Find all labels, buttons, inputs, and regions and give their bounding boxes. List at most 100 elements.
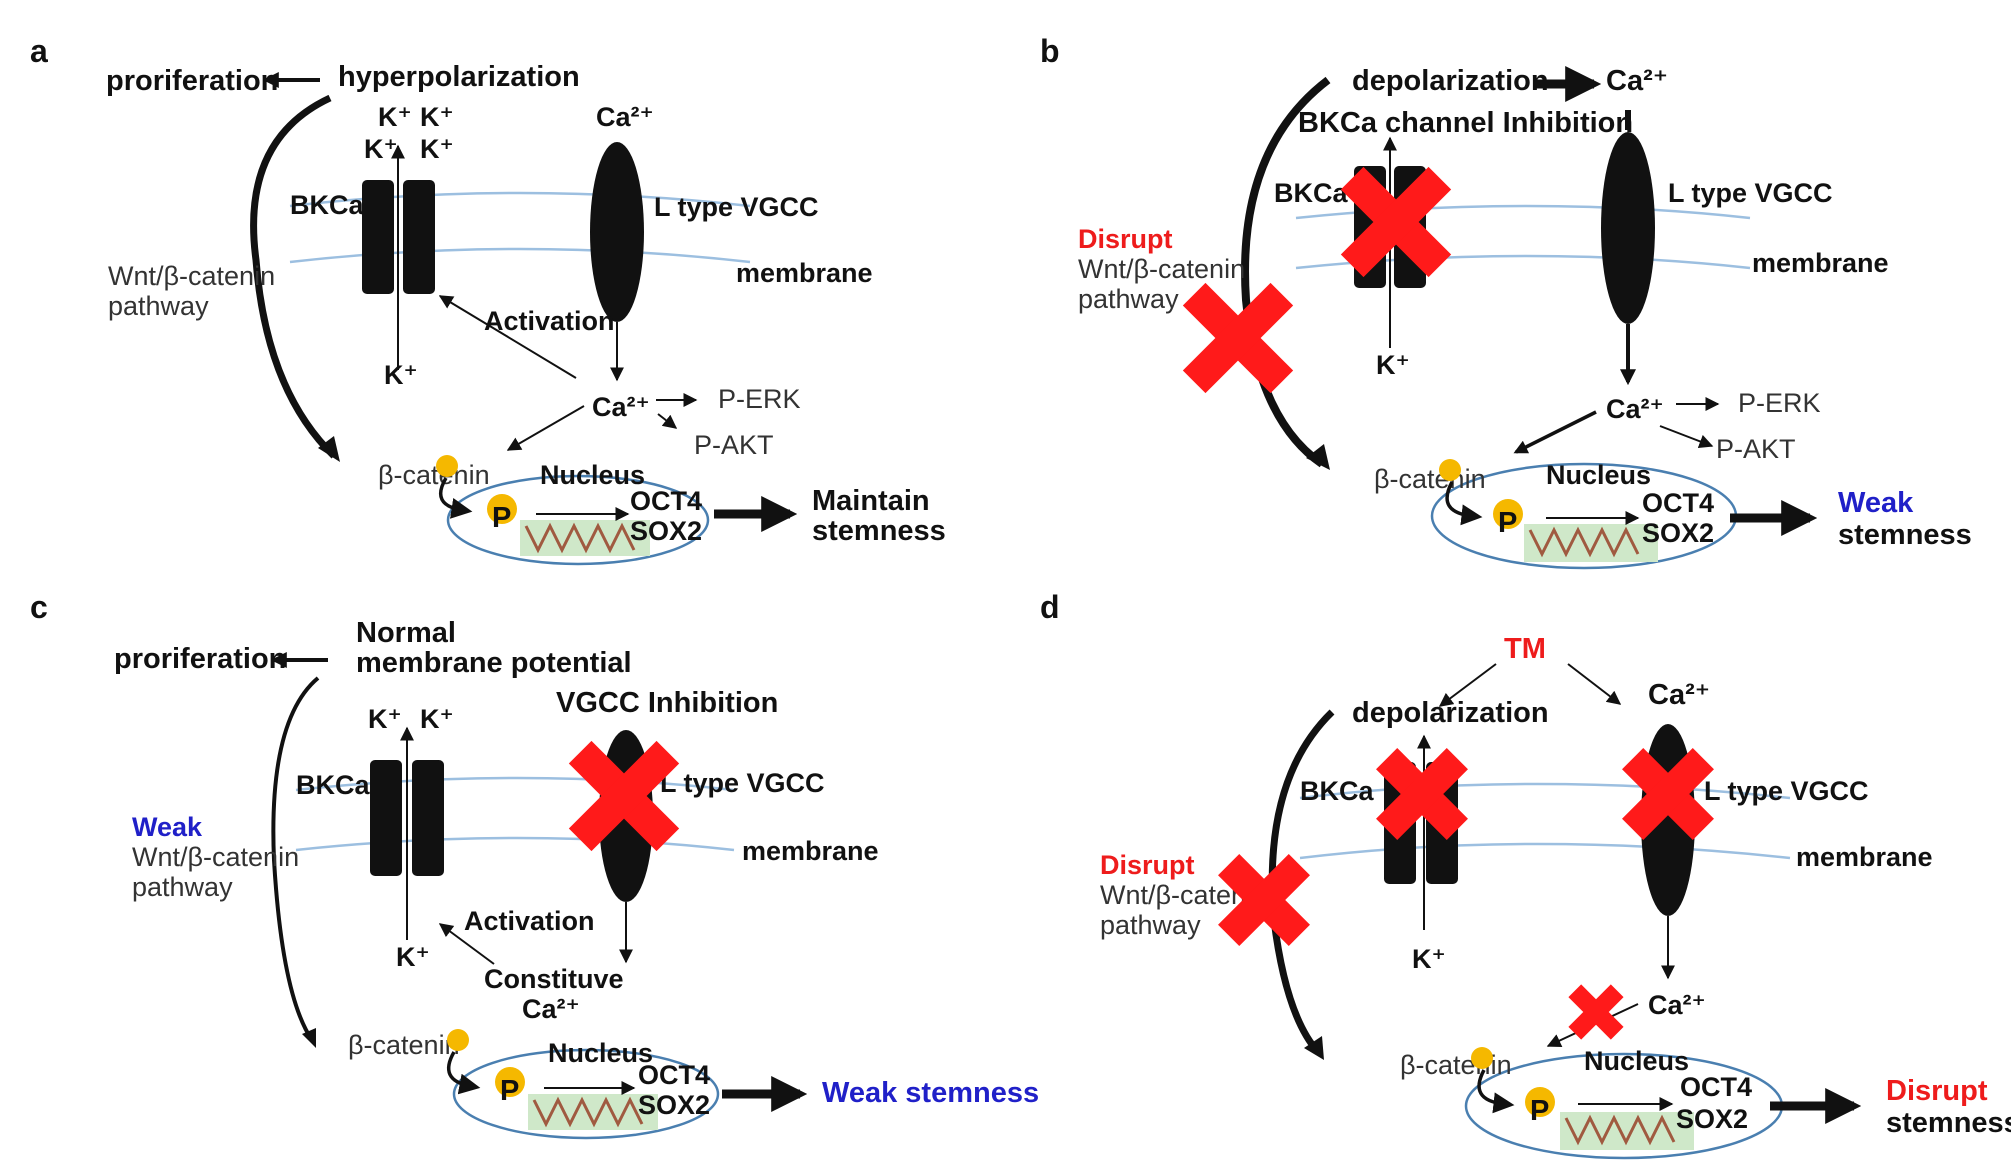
k-ion: K⁺ — [368, 704, 402, 734]
pakt-arrow — [1659, 425, 1714, 449]
membrane-outer — [289, 191, 751, 208]
membrane-outer — [1299, 782, 1791, 800]
beta-catenin-label: β-catenin — [1400, 1050, 1512, 1080]
inhibit-x-icon — [568, 740, 680, 852]
state-label-2: membrane potential — [356, 647, 632, 679]
outcome-label-2: stemness — [812, 515, 946, 547]
ca-in-label: Ca²⁺ — [1648, 990, 1706, 1020]
dna-box — [1524, 524, 1658, 562]
membrane-inner — [1299, 842, 1791, 860]
vgcc-channel — [590, 142, 644, 322]
bkca-label: BKCa — [1274, 178, 1348, 208]
nucleus-label: Nucleus — [1584, 1046, 1689, 1076]
inhibit-x-icon — [1376, 748, 1468, 840]
pakt-label: P-AKT — [1716, 434, 1796, 464]
panel-b: b depolarization Ca²⁺ BKCa channel Inhib… — [1040, 33, 1972, 570]
k-ion: K⁺ — [364, 134, 398, 164]
ca-in-label: Ca²⁺ — [1606, 394, 1664, 424]
panel-letter-d: d — [1040, 589, 1060, 625]
k-ion-inside: K⁺ — [384, 360, 418, 390]
outcome-label: Weak — [1838, 487, 1914, 519]
vgcc-label: L type VGCC — [1668, 178, 1833, 208]
membrane-label: membrane — [1796, 842, 1933, 872]
tm-depol-arrow — [1438, 663, 1497, 707]
beta-catenin-ball-inside — [495, 1067, 525, 1097]
hyperpolarization-label: hyperpolarization — [338, 61, 580, 93]
bcat-arrow — [1513, 410, 1597, 454]
oct4-label: OCT4 — [630, 486, 702, 516]
depolarization-label: depolarization — [1352, 697, 1549, 729]
weak-label: Weak — [132, 812, 203, 842]
pakt-arrow — [657, 413, 678, 429]
outcome-label: Disrupt — [1886, 1075, 1988, 1107]
k-ion-inside: K⁺ — [1412, 944, 1446, 974]
beta-catenin-label: β-catenin — [378, 460, 490, 490]
disrupt-label: Disrupt — [1100, 850, 1195, 880]
perk-label: P-ERK — [1738, 388, 1821, 418]
dna-icon — [524, 522, 636, 554]
wnt-curve-arrow — [250, 94, 337, 459]
nucleus-label: Nucleus — [540, 460, 645, 490]
bkca-channel-right — [403, 180, 435, 294]
oct4-label: OCT4 — [1642, 488, 1714, 518]
vgcc-label: L type VGCC — [1704, 776, 1869, 806]
pakt-label: P-AKT — [694, 430, 774, 460]
p-label: P — [500, 1075, 519, 1107]
k-ion: K⁺ — [420, 134, 454, 164]
dna-icon — [1528, 526, 1640, 558]
nucleus-label: Nucleus — [1546, 460, 1651, 490]
state-label: Normal — [356, 617, 456, 649]
disrupt-label: Disrupt — [1078, 224, 1173, 254]
k-ion-inside: K⁺ — [1376, 350, 1410, 380]
inhibition-label: BKCa channel Inhibition — [1298, 107, 1633, 139]
membrane-inner — [295, 836, 735, 852]
k-ion: K⁺ — [420, 704, 454, 734]
membrane-label: membrane — [736, 258, 873, 288]
translocation-arrow — [1477, 1069, 1515, 1114]
sox2-label: SOX2 — [630, 516, 702, 546]
wnt-label: Wnt/β-catenin — [108, 261, 275, 291]
oct4-label: OCT4 — [1680, 1072, 1752, 1102]
tm-ca-arrow — [1567, 663, 1622, 705]
beta-catenin-label: β-catenin — [1374, 464, 1486, 494]
panel-letter-a: a — [30, 33, 48, 69]
depolarization-label: depolarization — [1352, 65, 1549, 97]
oct4-label: OCT4 — [638, 1060, 710, 1090]
translocation-arrow — [439, 477, 473, 519]
dna-icon — [1564, 1114, 1676, 1146]
vgcc-label: L type VGCC — [660, 768, 825, 798]
sox2-label: SOX2 — [1642, 518, 1714, 548]
bcat-arrow — [506, 405, 585, 451]
beta-catenin-ball — [436, 455, 458, 477]
p-label: P — [492, 502, 511, 534]
tm-label: TM — [1504, 633, 1546, 665]
inhibition-label: VGCC Inhibition — [556, 687, 778, 719]
beta-catenin-ball — [1439, 459, 1461, 481]
translocation-arrow — [1445, 481, 1483, 526]
beta-catenin-ball — [1471, 1047, 1493, 1069]
dna-box — [1560, 1112, 1694, 1150]
dna-icon — [532, 1096, 644, 1128]
vgcc-label: L type VGCC — [654, 192, 819, 222]
wnt-curve-arrow — [1241, 76, 1331, 468]
beta-catenin-ball-inside — [487, 494, 517, 524]
constitutive-label: Constituve — [484, 964, 624, 994]
nucleus-label: Nucleus — [548, 1038, 653, 1068]
inhibit-x-icon — [1218, 854, 1310, 946]
panel-letter-b: b — [1040, 33, 1060, 69]
bkca-label: BKCa — [296, 770, 370, 800]
activation-arrow — [438, 923, 495, 965]
panel-d: d TM depolarization Ca²⁺ Disrupt Wnt/β-c… — [1040, 589, 2011, 1160]
beta-catenin-ball-inside — [1493, 499, 1523, 529]
membrane-outer — [295, 776, 735, 792]
membrane-label: membrane — [1752, 248, 1889, 278]
ca-top-label: Ca²⁺ — [1606, 65, 1668, 97]
inhibit-x-icon — [1622, 748, 1714, 840]
activation-label: Activation — [484, 306, 615, 336]
outcome-label-2: stemness — [1838, 519, 1972, 551]
panel-letter-c: c — [30, 589, 48, 625]
outcome-label: Weak stemness — [822, 1077, 1039, 1109]
wnt-pathway-label: pathway — [108, 291, 209, 321]
ca-top-label: Ca²⁺ — [1648, 679, 1710, 711]
